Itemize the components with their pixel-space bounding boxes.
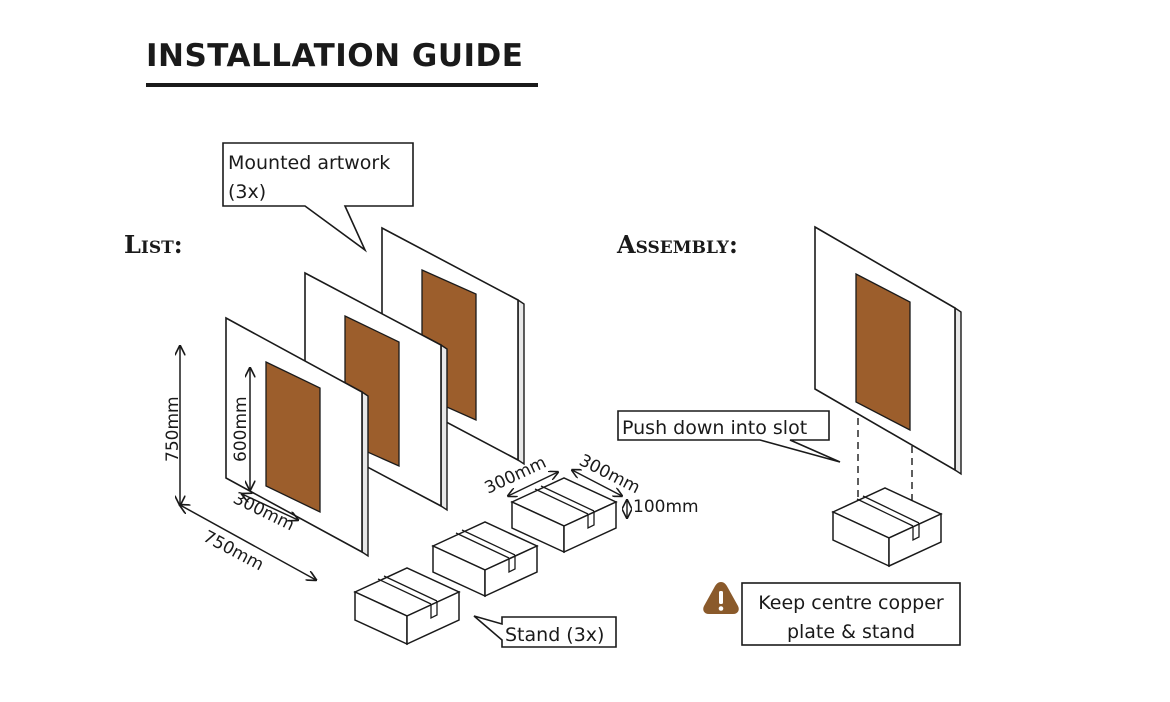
page-title: INSTALLATION GUIDE: [146, 38, 524, 74]
stand-height-label: 100mm: [633, 497, 699, 517]
assembly-stand: [831, 487, 943, 568]
warning-text-line1: Keep centre copper: [758, 592, 944, 614]
stand-callout-text: Stand (3x): [505, 624, 604, 646]
warning-text-line2: plate & stand: [787, 621, 915, 643]
assembly-heading: Assembly:: [617, 230, 738, 259]
artwork-callout: Mounted artwork (3x): [222, 142, 414, 253]
artwork-callout-line1: Mounted artwork: [228, 152, 390, 174]
warning-triangle-icon: [703, 582, 739, 614]
artwork-callout-line2: (3x): [228, 181, 266, 203]
push-callout-text: Push down into slot: [622, 417, 807, 439]
plate-height-label: 600mm: [231, 396, 251, 462]
assembly-copper-plate: [855, 272, 911, 432]
warning-callout: Keep centre copper plate & stand: [741, 582, 961, 646]
stand-callout: Stand (3x): [473, 615, 617, 648]
copper-plate-front: [265, 360, 321, 514]
title-underline: [146, 83, 538, 87]
assembly-panel: [814, 225, 962, 476]
list-heading: List:: [124, 230, 183, 259]
panel-dimensions: 750mm 750mm 600mm 300mm: [163, 346, 316, 580]
push-callout: Push down into slot: [617, 410, 841, 463]
panel-height-label: 750mm: [163, 396, 183, 462]
stand-2: [431, 521, 539, 598]
stand-1: [353, 567, 461, 646]
